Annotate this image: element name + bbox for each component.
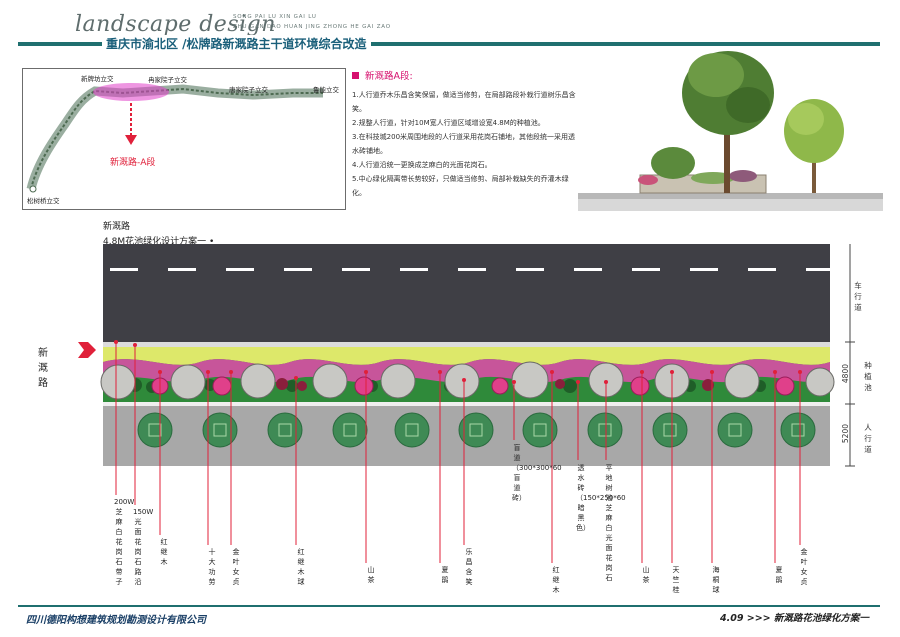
note-item: 1.人行道乔木乐昌含笑保留，做适当修剪，在局部路段补栽行道树乐昌含笑。: [352, 91, 576, 113]
plant-label: 金叶女贞: [232, 548, 240, 586]
map-label-songshuqiao: 松树桥立交: [27, 197, 60, 205]
street-section-illustration: [578, 45, 883, 219]
map-label-luneng: 鲁能立交: [313, 86, 339, 94]
project-title: 重庆市渝北区 /松牌路新溉路主干道环境综合改造: [102, 35, 371, 52]
plant-label: 乐昌含笑: [465, 548, 473, 586]
plant-label: 200W芝麻白花岗石带子: [114, 498, 135, 586]
label-planter: 种植池: [864, 361, 872, 392]
design-notes: 新溉路A段: 1.人行道乔木乐昌含笑保留，做适当修剪，在局部路段补栽行道树乐昌含…: [352, 68, 577, 200]
plant-label: 平地树池 芝麻白光面花岗石: [605, 464, 613, 582]
key-map: 新牌坊立交 冉家院子立交 唐家院子立交 鲁能立交 松树桥立交: [22, 68, 346, 210]
plant-label: 海桐球: [712, 566, 720, 594]
plant-label: 红继木球: [297, 548, 305, 586]
logo-text: landscape design: [75, 12, 276, 37]
label-carriageway: 车行道: [854, 281, 862, 312]
plant-label: 透水砖（150*250*60暗黑色）: [576, 464, 626, 532]
note-item: 2.规整人行道，针对10M宽人行道区域增设宽4.8M的种植池。: [352, 119, 545, 127]
plant-label: 红继木: [160, 538, 168, 566]
footer-rule: [18, 605, 880, 607]
plant-label: 山茶: [367, 566, 375, 584]
segment-tag: 新溉路-A段: [110, 158, 156, 168]
plan-subtitle: 4.8M花池绿化设计方案一 •: [103, 237, 215, 247]
plan-title: 新溉路: [103, 222, 131, 232]
plant-label: 天竺桂: [672, 566, 680, 594]
map-label-ranjia: 冉家院子立交: [148, 76, 187, 84]
plant-label: 盲道（300*300*60盲道砖）: [512, 444, 562, 502]
plant-label: 金叶女贞: [800, 548, 808, 586]
page-code: 4.09 >>> 新溉路花池绿化方案一: [720, 613, 869, 624]
tree-section-drawing: [578, 51, 883, 211]
map-label-tangjia: 唐家院子立交: [229, 86, 268, 94]
bullet-square-icon: [352, 72, 359, 79]
dim-sidewalk: 5200: [841, 424, 850, 444]
plant-label: 山茶: [642, 566, 650, 584]
note-item: 3.在科技城200米周围地段的人行道采用花岗石铺地，其他段统一采用透水砖铺地。: [352, 133, 576, 155]
plant-label: 150W光面花岗石路沿: [133, 508, 154, 586]
map-label-xinpaifang: 新牌坊立交: [81, 75, 114, 83]
note-item: 4.人行道沿统一更换成芝麻白的光面花岗石。: [352, 161, 492, 169]
plant-label: 夏鹃: [775, 566, 783, 584]
pinyin-line-2: ZHU GAN DAO HUAN JING ZHONG HE GAI ZAO: [233, 24, 391, 30]
plant-label: 十大功劳: [208, 548, 216, 586]
note-item: 5.中心绿化隔离带长势较好，只做适当修剪、局部补栽缺失的乔灌木绿化。: [352, 175, 569, 197]
notes-title: 新溉路A段:: [352, 68, 577, 82]
dim-planter: 4800: [841, 364, 850, 384]
pinyin-line-1: SONG PAI LU XIN GAI LU: [233, 14, 317, 20]
company-name: 四川德阳构想建筑规划勘测设计有限公司: [26, 615, 206, 626]
road-name-label: 新溉路: [38, 348, 48, 389]
key-map-drawing: [26, 83, 323, 193]
header-rule: [18, 42, 880, 46]
plant-label: 夏鹃: [441, 566, 449, 584]
label-sidewalk: 人行道: [864, 423, 872, 454]
plant-label: 红继木: [552, 566, 560, 594]
